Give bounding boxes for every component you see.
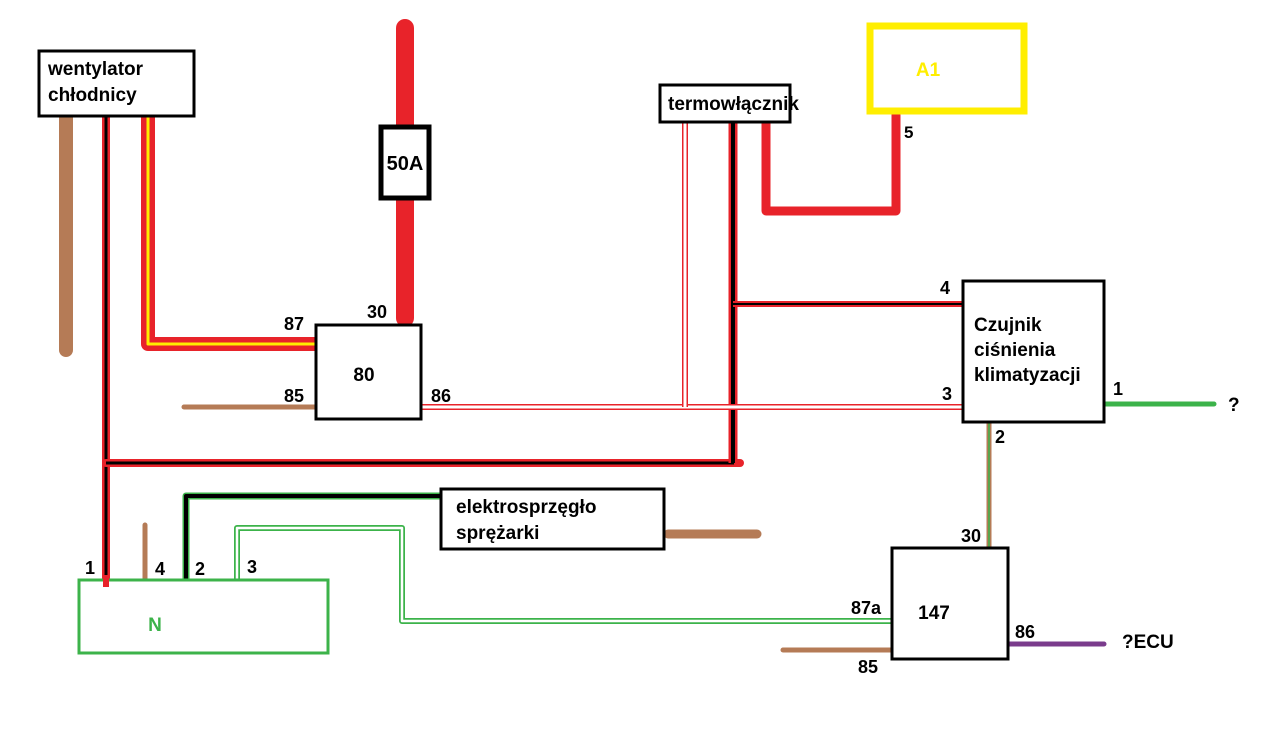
- pin-relay147-30: 30: [961, 526, 981, 546]
- fuse-label: 50A: [387, 153, 424, 175]
- fuse-box: [378, 124, 432, 201]
- a1-box: [866, 22, 1028, 115]
- clutch-label-line1: elektrosprzęgło: [456, 497, 596, 518]
- relay147-label: 147: [918, 603, 950, 624]
- n-block-box: [77, 578, 330, 655]
- clutch-label-line2: sprężarki: [456, 523, 539, 544]
- pin-n-2: 2: [195, 559, 205, 579]
- sensor-label-line1: Czujnik: [974, 315, 1042, 336]
- pin-relay147-85: 85: [858, 657, 878, 677]
- pin-relay147-86: 86: [1015, 622, 1035, 642]
- a1-label: A1: [916, 60, 941, 81]
- pin-n-4: 4: [155, 559, 165, 579]
- sensor-label-line2: ciśnienia: [974, 340, 1056, 361]
- wire-n3-to-87a: [234, 525, 892, 624]
- wire-thermo-to-a1: [761, 110, 901, 216]
- sensor-out-question: ?: [1228, 395, 1240, 416]
- sensor-box: [961, 279, 1106, 424]
- clutch-box: [439, 487, 666, 551]
- thermo-label: termowłącznik: [668, 94, 799, 115]
- relay147-box: [890, 546, 1010, 661]
- fan-label-line1: wentylator: [47, 59, 144, 80]
- fan-label-line2: chłodnicy: [48, 85, 137, 106]
- wire-fan-to-87: [141, 108, 323, 351]
- pin-n-1: 1: [85, 558, 95, 578]
- relay80-box: [314, 323, 423, 421]
- pin-relay80-87: 87: [284, 314, 304, 334]
- pin-a1-5: 5: [904, 123, 913, 142]
- wire-fan-to-87-stripe: [146, 115, 316, 346]
- pin-sensor-4: 4: [940, 278, 950, 298]
- pin-relay80-85: 85: [284, 386, 304, 406]
- thermo-box: [658, 83, 792, 124]
- pin-relay80-86: 86: [431, 386, 451, 406]
- pin-n-3: 3: [247, 557, 257, 577]
- ecu-label: ?ECU: [1122, 632, 1174, 653]
- fan-box: [37, 49, 196, 118]
- pin-sensor-1: 1: [1113, 379, 1123, 399]
- pin-sensor-2: 2: [995, 427, 1005, 447]
- relay80-label: 80: [353, 365, 374, 386]
- sensor-label-line3: klimatyzacji: [974, 365, 1081, 386]
- wire-n2-to-clutch-core: [184, 494, 441, 580]
- pin-relay80-30: 30: [367, 302, 387, 322]
- pin-sensor-3: 3: [942, 384, 952, 404]
- n-block-label: N: [148, 615, 162, 636]
- pin-relay147-87a: 87a: [851, 598, 882, 618]
